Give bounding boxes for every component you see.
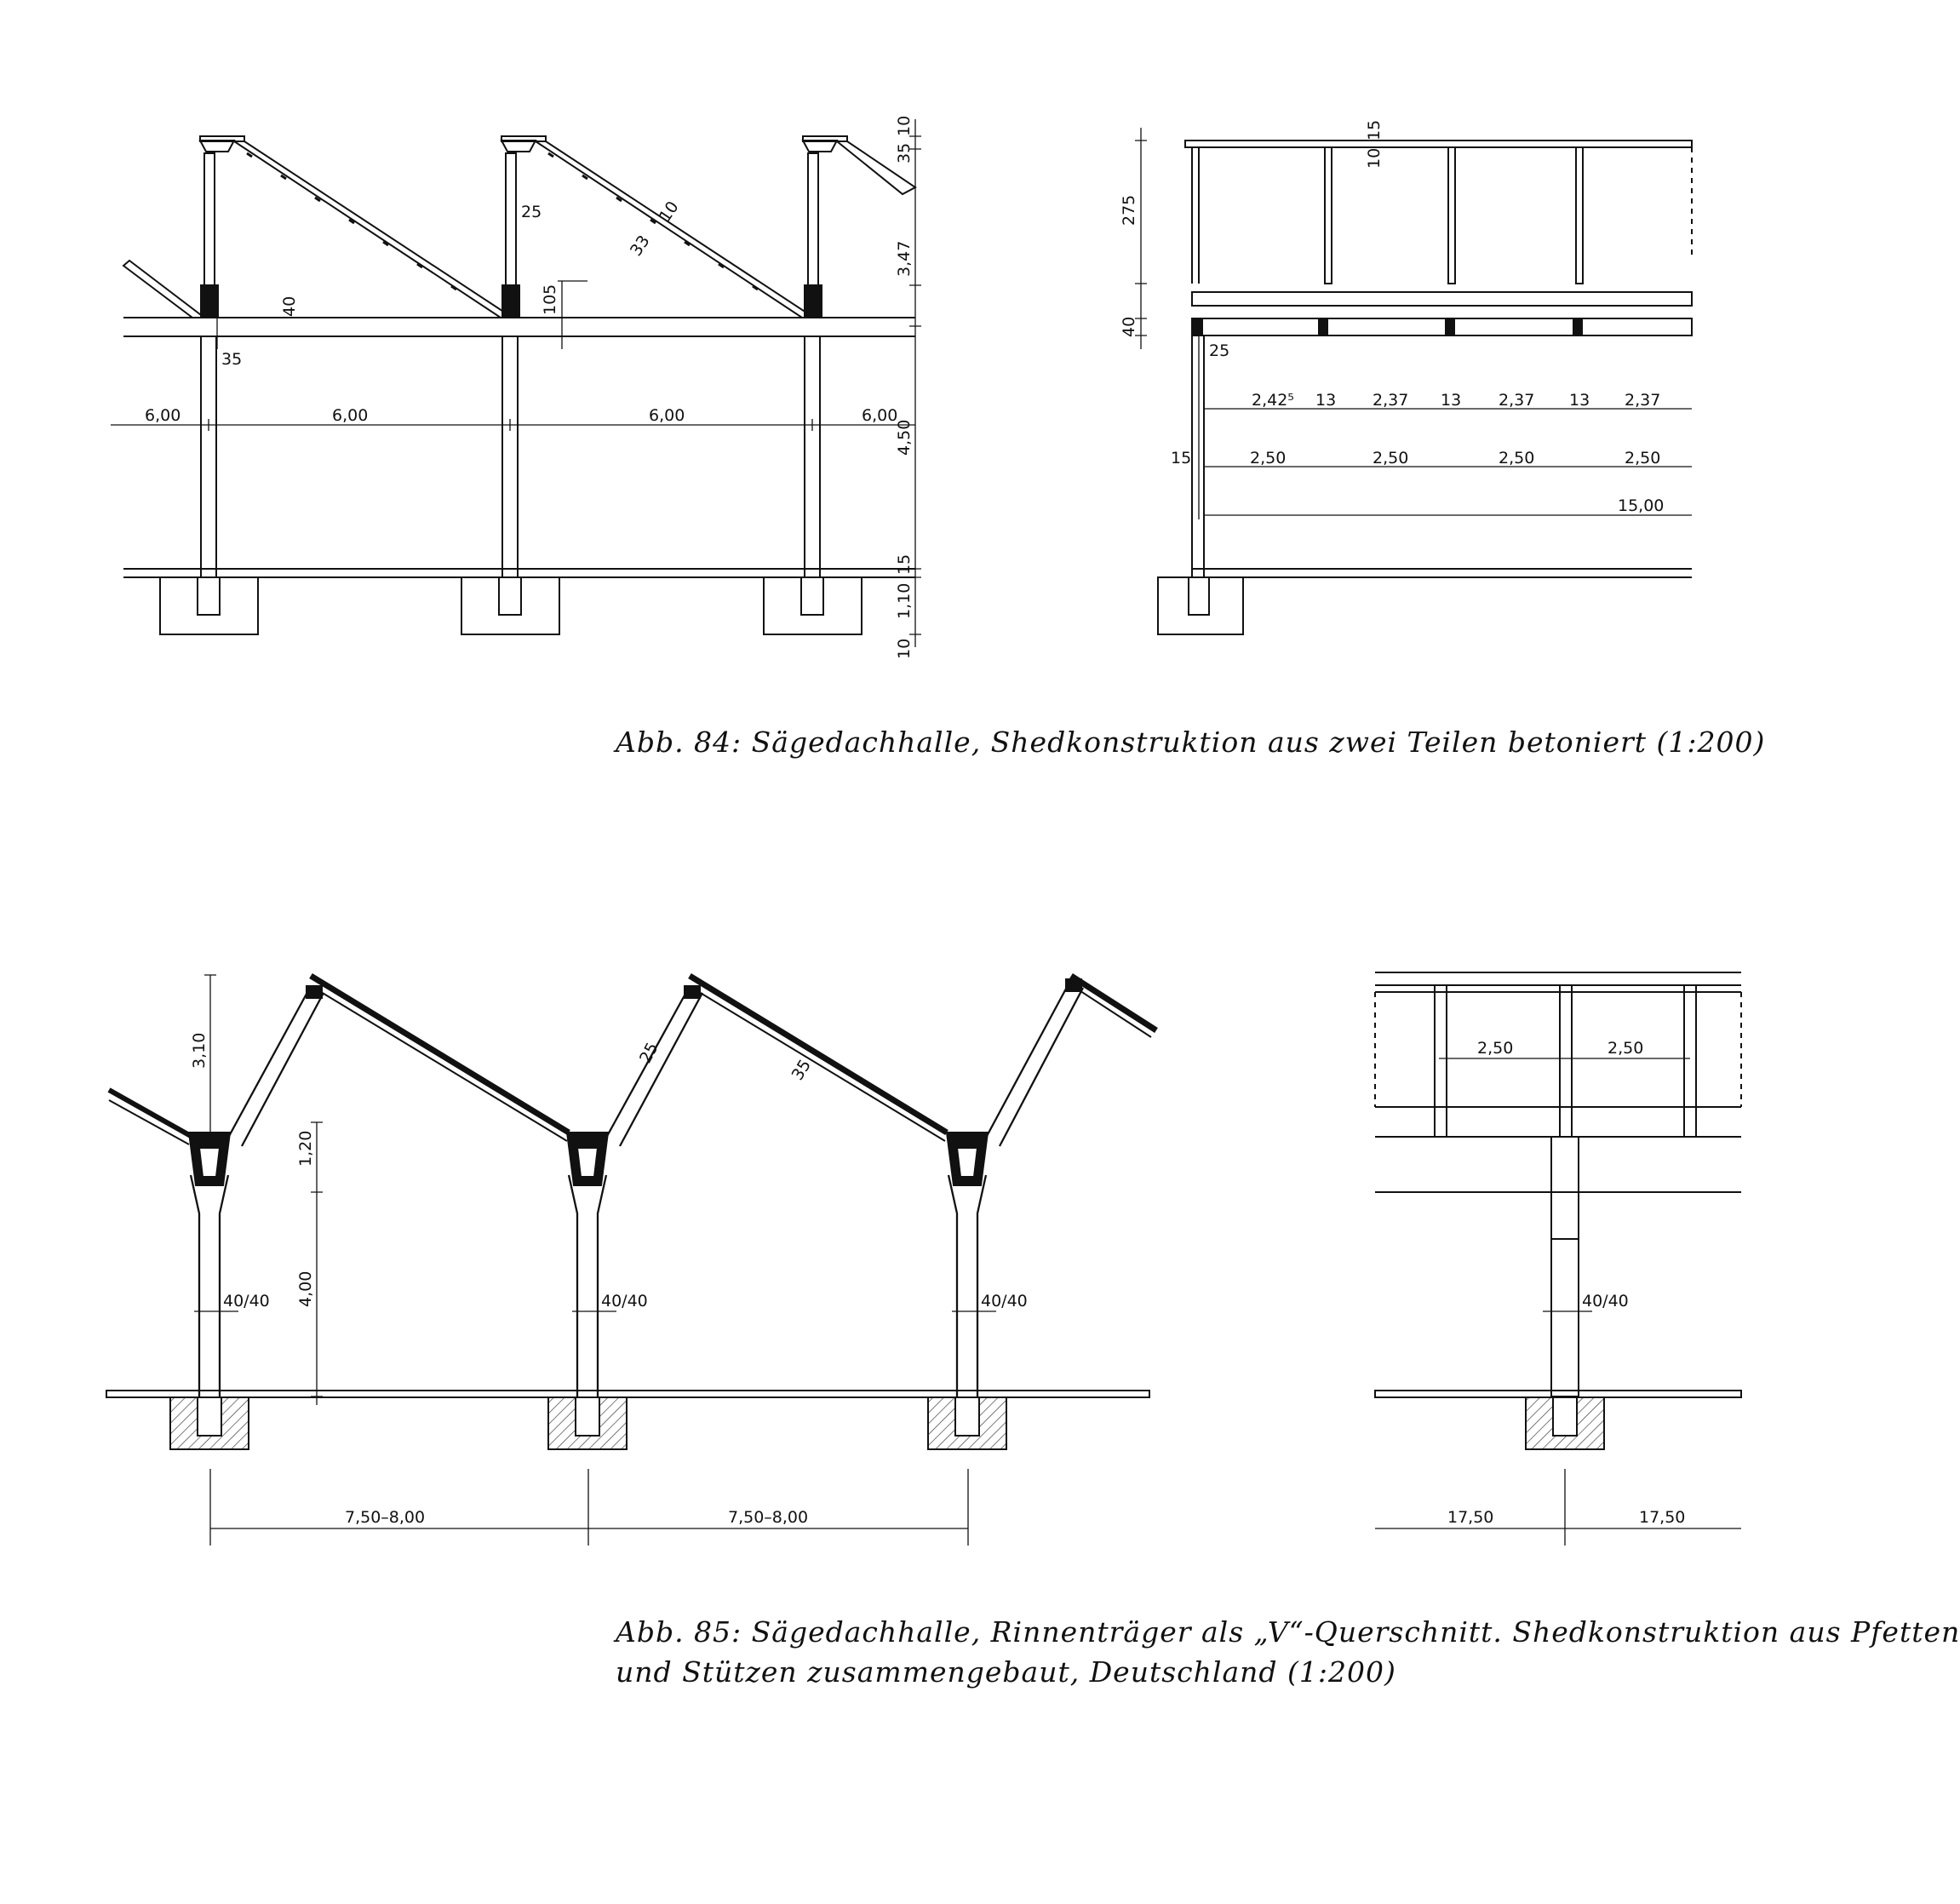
fig85-elevation-drawing [1374, 972, 1742, 1546]
dim-label: 2,50 [1373, 449, 1408, 467]
dim-label: 15 [1171, 449, 1191, 467]
dim-label: 15,00 [1618, 496, 1664, 515]
dim-label: 6,00 [145, 406, 181, 425]
dim-label: 10 [1365, 148, 1384, 169]
dim-label: 13 [1569, 391, 1590, 410]
dim-label: 2,50 [1608, 1039, 1643, 1058]
dim-label: 2,50 [1499, 449, 1534, 467]
fig85-elevation-dimensions: 2,50 2,50 40/40 17,50 17,50 [1447, 1039, 1685, 1527]
fig84-elevation-drawing [1135, 128, 1693, 635]
dim-label: 2,50 [1250, 449, 1286, 467]
dim-label: 40/40 [981, 1292, 1028, 1310]
dim-label: 40/40 [601, 1292, 648, 1310]
dim-label: 7,50–8,00 [728, 1508, 808, 1527]
dim-label: 40 [280, 296, 299, 317]
dim-label: 25 [1209, 341, 1229, 360]
figure-85-caption-line-2: und Stützen zusammengebaut, Deutschland … [616, 1655, 1396, 1689]
dim-label: 17,50 [1639, 1508, 1685, 1527]
dim-label: 3,47 [895, 241, 914, 277]
dim-label: 15 [895, 554, 914, 575]
figure-84-caption: Abb. 84: Sägedachhalle, Shedkonstruktion… [616, 725, 1766, 759]
fig84-section-drawing [111, 119, 921, 647]
dim-label: 40/40 [223, 1292, 270, 1310]
dim-label: 6,00 [862, 406, 897, 425]
dim-label: 2,50 [1477, 1039, 1513, 1058]
dim-label: 7,50–8,00 [345, 1508, 425, 1527]
dim-label: 10 [895, 116, 914, 136]
dim-label: 2,37 [1373, 391, 1408, 410]
dim-label: 2,50 [1625, 449, 1660, 467]
dim-label: 10 [656, 198, 683, 225]
dim-label: 1,10 [895, 583, 914, 619]
dim-label: 2,37 [1499, 391, 1534, 410]
drawing-plate: 6,00 6,00 6,00 6,00 40 35 25 105 33 10 3… [106, 116, 1742, 1546]
dim-label: 17,50 [1447, 1508, 1493, 1527]
fig84-elevation-dimensions: 275 10 15 40 25 2,42⁵ 13 2,37 13 2,37 13… [1120, 120, 1664, 515]
dim-label: 40/40 [1582, 1292, 1629, 1310]
dim-label: 13 [1315, 391, 1336, 410]
dim-label: 2,42⁵ [1252, 391, 1294, 410]
dim-label: 275 [1120, 195, 1138, 226]
dim-label: 2,37 [1625, 391, 1660, 410]
figure-85-caption-line-1: Abb. 85: Sägedachhalle, Rinnenträger als… [616, 1615, 1960, 1649]
dim-label: 4,00 [296, 1271, 315, 1307]
dim-label: 33 [627, 232, 654, 259]
dim-label: 6,00 [332, 406, 368, 425]
dim-label: 25 [521, 203, 542, 221]
dim-label: 40 [1120, 317, 1138, 337]
dim-label: 4,50 [895, 420, 914, 456]
dim-label: 15 [1365, 120, 1384, 141]
dim-label: 3,10 [190, 1033, 209, 1069]
dim-label: 105 [541, 284, 559, 315]
dim-label: 1,20 [296, 1131, 315, 1167]
fig85-section-dimensions: 3,10 1,20 4,00 25 35 40/40 40/40 40/40 7… [190, 1033, 1028, 1527]
dim-label: 35 [895, 143, 914, 163]
figure-85-caption: Abb. 85: Sägedachhalle, Rinnenträger als… [616, 1612, 1960, 1692]
dim-label: 13 [1441, 391, 1461, 410]
fig85-section-drawing [106, 973, 1158, 1546]
dim-label: 35 [221, 350, 242, 369]
dim-label: 6,00 [649, 406, 685, 425]
dim-label: 10 [895, 639, 914, 659]
